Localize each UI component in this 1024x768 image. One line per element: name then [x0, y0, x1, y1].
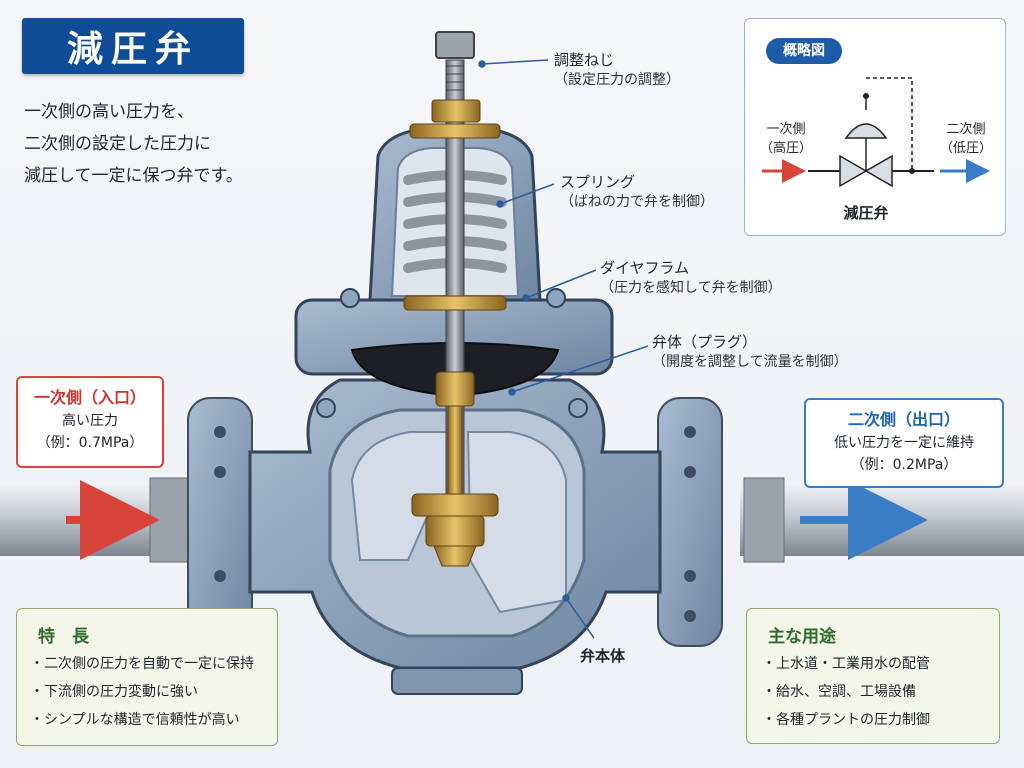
features-item-3: ・シンプルな構造で信頼性が高い [30, 712, 240, 728]
schematic-left-sub: （高圧） [759, 141, 812, 156]
callout-adjusting-screw-label: 調整ねじ [554, 51, 615, 69]
callout-plug: 弁体（プラグ） （開度を調整して流量を制御） [652, 332, 848, 372]
features-heading: 特 長 [38, 627, 89, 647]
callout-spring-label: スプリング [560, 173, 636, 191]
uses-item-1: ・上水道・工業用水の配管 [762, 656, 930, 672]
schematic-left-text: 一次側 [766, 122, 806, 137]
description-line-1: 一次側の高い圧力を、 [24, 102, 194, 122]
schematic-right-text: 二次側 [946, 122, 986, 137]
uses-heading: 主な用途 [768, 627, 836, 647]
features-item-1: ・二次側の圧力を自動で一定に保持 [30, 656, 254, 672]
callout-plug-sub: （開度を調整して流量を制御） [652, 354, 848, 370]
inlet-heading: 一次側（入口） [33, 388, 146, 407]
guide-bushing [435, 371, 475, 407]
uses-item-2: ・給水、空調、工場設備 [762, 684, 916, 700]
callout-body: 弁本体 [580, 646, 625, 666]
schematic-tag: 概略図 [766, 38, 842, 64]
callout-adjusting-screw-sub: （設定圧力の調整） [554, 72, 680, 88]
spring-plate [403, 295, 507, 311]
description: 一次側の高い圧力を、 二次側の設定した圧力に 減圧して一定に保つ弁です。 [24, 96, 243, 192]
schematic-right-sub: （低圧） [939, 141, 992, 156]
leader-spring [499, 183, 555, 205]
callout-spring-sub: （ばねの力で弁を制御） [560, 194, 714, 210]
callout-plug-label: 弁体（プラグ） [652, 333, 758, 351]
callout-diaphragm-sub: （圧力を感知して弁を制御） [600, 280, 782, 296]
leader-body [565, 597, 595, 639]
schematic-symbol [762, 77, 990, 188]
outlet-line-1: 低い圧力を一定に維持 [834, 435, 974, 451]
features-box [16, 608, 278, 746]
schematic-right-label: 二次側 （低圧） [936, 120, 996, 158]
schematic-left-label: 一次側 （高圧） [756, 120, 816, 158]
leader-diaphragm [525, 269, 597, 299]
leader-adjusting-screw [481, 59, 549, 65]
inlet-line-2: （例：0.7MPa） [36, 435, 144, 451]
page-title: 減圧弁 [22, 18, 244, 74]
description-line-3: 減圧して一定に保つ弁です。 [24, 166, 243, 186]
outlet-heading: 二次側（出口） [847, 410, 960, 429]
outlet-line-2: （例：0.2MPa） [850, 457, 958, 473]
features-item-2: ・下流側の圧力変動に強い [30, 684, 198, 700]
valve-plug [411, 493, 499, 567]
callout-diaphragm-label: ダイヤフラム [600, 259, 690, 277]
schematic-caption: 減圧弁 [843, 204, 889, 222]
outlet-info-box: 二次側（出口） 低い圧力を一定に維持 （例：0.2MPa） [804, 398, 1004, 488]
features-list: ・二次側の圧力を自動で一定に保持 ・下流側の圧力変動に強い ・シンプルな構造で信… [30, 650, 254, 734]
leader-plug [511, 345, 649, 393]
inlet-line-1: 高い圧力 [62, 413, 118, 429]
inlet-info-box: 一次側（入口） 高い圧力 （例：0.7MPa） [16, 376, 164, 468]
description-line-2: 二次側の設定した圧力に [24, 134, 211, 154]
right-flange [657, 397, 723, 647]
uses-item-3: ・各種プラントの圧力制御 [762, 712, 930, 728]
callout-body-label: 弁本体 [580, 647, 626, 665]
brass-seat-top [409, 123, 501, 139]
uses-box [746, 608, 1000, 744]
callout-spring: スプリング （ばねの力で弁を制御） [560, 172, 714, 212]
plug-stem [447, 405, 463, 497]
uses-list: ・上水道・工業用水の配管 ・給水、空調、工場設備 ・各種プラントの圧力制御 [762, 650, 930, 734]
callout-diaphragm: ダイヤフラム （圧力を感知して弁を制御） [600, 258, 782, 298]
callout-adjusting-screw: 調整ねじ （設定圧力の調整） [554, 50, 680, 90]
brass-nut-top [431, 99, 481, 123]
adjusting-screw [435, 31, 475, 91]
